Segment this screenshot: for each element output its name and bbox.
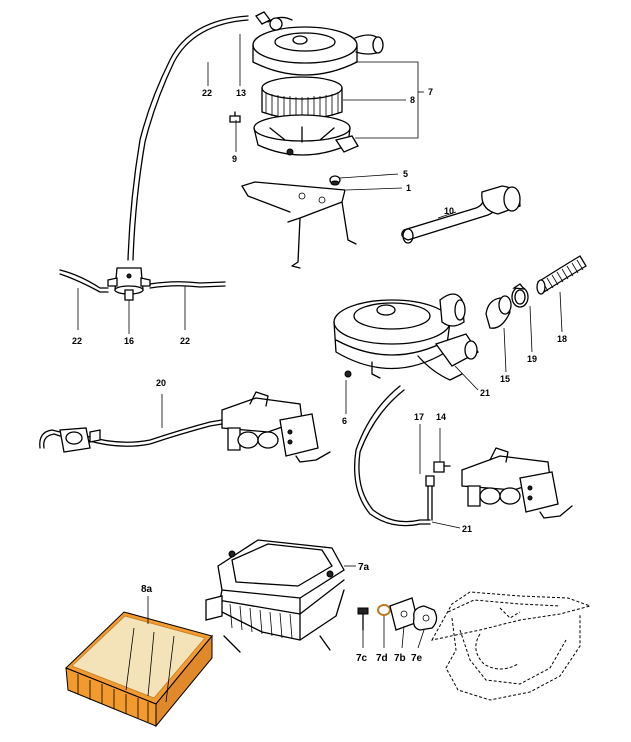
hose-21-lower (353, 385, 431, 527)
mounting-bracket-1 (241, 181, 357, 269)
adapter-sleeve-15 (485, 295, 512, 329)
label-22-right: 22 (180, 336, 190, 346)
label-7a: 7a (358, 562, 370, 573)
intake-elbow-10 (401, 185, 521, 244)
hose-20 (39, 419, 223, 449)
label-10: 10 (444, 206, 454, 216)
label-22-top: 22 (202, 88, 212, 98)
check-valve-16 (107, 267, 151, 301)
hose-connector-13 (255, 11, 271, 25)
bolt-7c (357, 607, 369, 631)
washer-7d (377, 604, 391, 616)
label-1: 1 (406, 183, 411, 193)
throttle-body-left (221, 391, 331, 463)
label-7e: 7e (411, 653, 423, 664)
corrugated-hose-18 (536, 255, 587, 295)
vacuum-hose-22-upper (127, 15, 249, 261)
label-21-upper: 21 (480, 388, 490, 398)
label-14: 14 (436, 412, 446, 422)
label-7d: 7d (376, 653, 388, 664)
label-7b: 7b (394, 653, 406, 664)
label-7c: 7c (356, 653, 368, 664)
label-16: 16 (124, 336, 134, 346)
label-13: 13 (236, 88, 246, 98)
pipe-17 (425, 475, 435, 521)
label-21-lower: 21 (462, 524, 472, 534)
label-7: 7 (428, 87, 433, 97)
label-6: 6 (342, 416, 347, 426)
label-15: 15 (500, 374, 510, 384)
label-19: 19 (527, 354, 537, 364)
panel-filter-8a (65, 611, 213, 728)
air-cleaner-assembly-6 (333, 293, 479, 381)
air-cleaner-box-7a (205, 539, 345, 653)
label-8a: 8a (141, 584, 153, 595)
label-20: 20 (156, 378, 166, 388)
air-cleaner-housing-top (252, 16, 384, 76)
vacuum-hose-22-right (149, 281, 226, 289)
label-8: 8 (410, 95, 415, 105)
hose-clamp-19 (511, 283, 529, 308)
label-22-left: 22 (72, 336, 82, 346)
vacuum-hose-22-left (59, 269, 109, 293)
gasket-7e (412, 605, 438, 631)
air-filter-element-8 (261, 76, 343, 120)
label-9: 9 (232, 154, 237, 164)
vacuum-valve-20 (59, 427, 101, 453)
label-5: 5 (403, 169, 408, 179)
air-cleaner-housing-bottom (253, 114, 359, 156)
rubber-grommet-5 (329, 175, 341, 186)
screw-9 (229, 111, 241, 123)
mounting-bracket-dashed (431, 591, 592, 701)
throttle-body-right (461, 447, 573, 519)
label-17: 17 (414, 412, 424, 422)
label-18: 18 (557, 334, 567, 344)
leader-lines (77, 34, 563, 649)
connector-14 (433, 461, 451, 473)
